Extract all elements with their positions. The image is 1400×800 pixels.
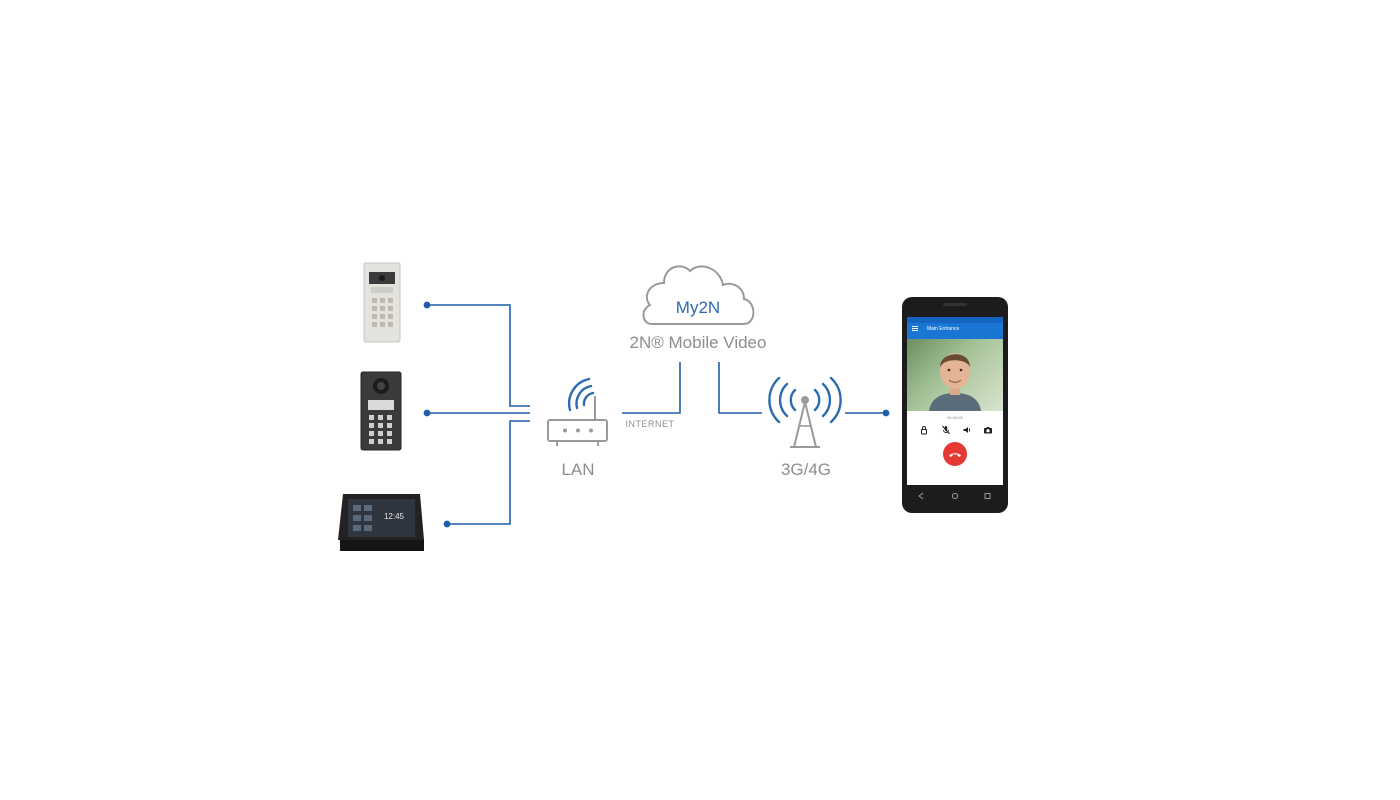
display-clock: 12:45 <box>384 512 405 521</box>
call-timer: 00:00:25 <box>947 415 963 420</box>
video-feed <box>907 339 1003 411</box>
router-icon <box>547 396 608 446</box>
intercom-keypad-dark <box>360 371 402 451</box>
intercom-keypad-silver <box>363 262 401 343</box>
router-label: LAN <box>561 460 595 479</box>
wifi-signal-icon <box>567 377 595 412</box>
android-nav-bar <box>918 492 991 500</box>
indoor-touch-display: 12:45 <box>338 494 424 551</box>
smartphone: Main Entrance 00:00:25 <box>902 297 1008 513</box>
camera-icon[interactable] <box>983 425 993 435</box>
lock-icon[interactable] <box>919 425 929 435</box>
connection-endpoints <box>423 301 890 528</box>
app-bar: Main Entrance <box>907 317 1003 339</box>
mute-icon[interactable] <box>941 425 951 435</box>
speaker-icon[interactable] <box>962 425 972 435</box>
status-bar <box>907 317 1003 323</box>
home-icon[interactable] <box>951 492 959 500</box>
internet-label: INTERNET <box>625 419 675 429</box>
cloud-icon <box>642 265 755 325</box>
hang-up-button[interactable] <box>943 442 967 466</box>
back-icon[interactable] <box>918 492 924 500</box>
cell-tower-icon <box>790 396 820 448</box>
lan-connection-lines <box>427 304 886 525</box>
phone-hangup-icon <box>949 453 961 457</box>
recents-icon[interactable] <box>984 493 991 499</box>
service-label: 2N® Mobile Video <box>629 333 767 352</box>
menu-icon[interactable] <box>912 326 918 331</box>
tower-label: 3G/4G <box>780 460 832 479</box>
phone-screen: Main Entrance 00:00:25 <box>907 317 1003 485</box>
cloud-label: My2N <box>675 298 721 317</box>
app-title: Main Entrance <box>927 326 960 332</box>
caller-face-image <box>929 353 981 411</box>
phone-speaker-grille <box>943 303 967 306</box>
radio-waves-icon <box>768 376 842 424</box>
